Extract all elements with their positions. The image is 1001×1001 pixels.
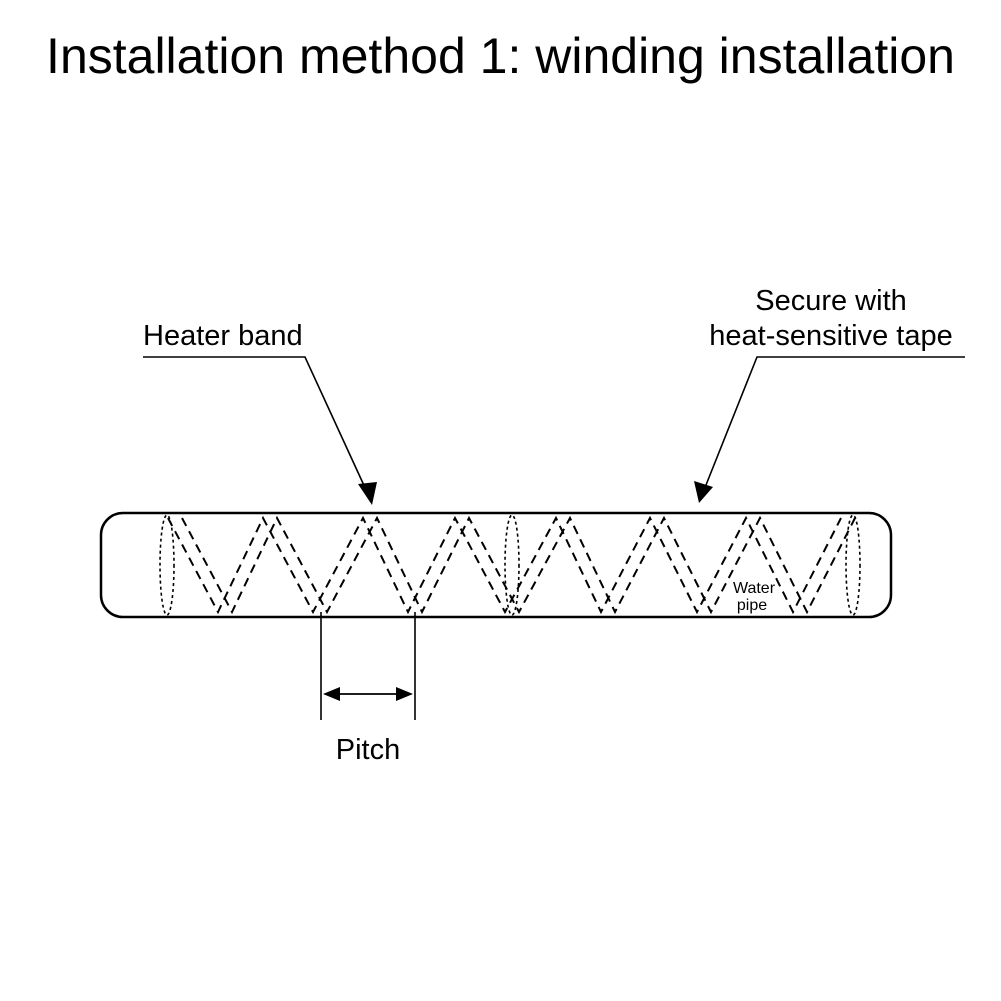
diagram-title: Installation method 1: winding installat… [46,28,955,84]
pipe-end-ellipse-left [159,514,175,616]
heater-band-winding [167,515,856,615]
pitch-arrowhead-right [396,687,413,701]
heater-band-strand-a [167,515,842,615]
heater-band-strand-b [181,515,856,615]
water-pipe [99,511,893,619]
pipe-end-ellipse-right [845,514,861,616]
secure-tape-arrowhead [694,481,713,503]
heater-band-arrowhead [358,482,377,505]
water-pipe-label-line2: pipe [737,597,767,614]
heater-band-label: Heater band [143,320,303,352]
secure-label-line1: Secure with [755,285,907,317]
pitch-label: Pitch [336,734,400,766]
pitch-arrowhead-left [323,687,340,701]
pipe-cross-section-ellipse [504,514,520,616]
secure-label-line2: heat-sensitive tape [709,320,952,352]
water-pipe-label-line1: Water [733,580,776,597]
heater-band-leader-line [143,356,368,493]
secure-tape-leader-line [703,356,965,491]
